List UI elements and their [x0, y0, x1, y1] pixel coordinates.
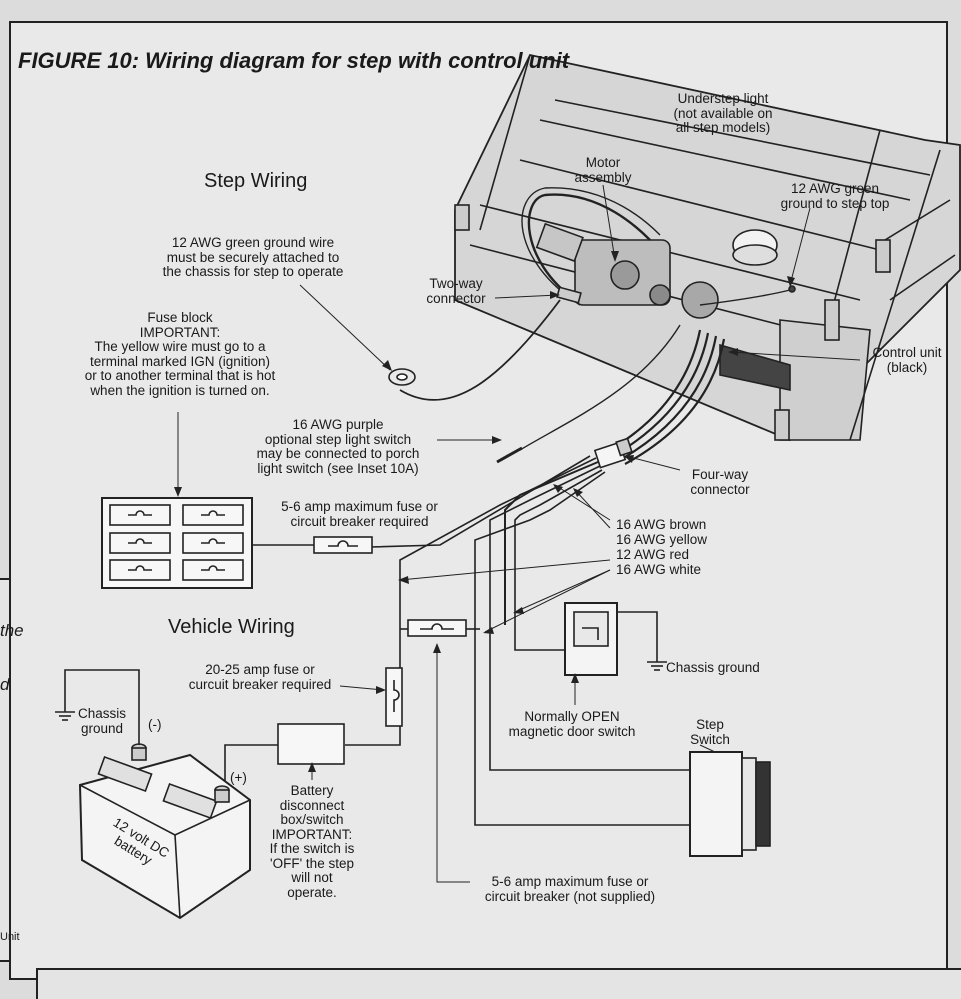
label-awg-red: 12 AWG red [616, 547, 690, 562]
control-unit [719, 343, 791, 391]
understep-light [732, 229, 778, 266]
battery [78, 743, 251, 920]
step-switch [689, 751, 771, 857]
fuse-block [101, 497, 253, 589]
label-fuse-not-supplied: 5-6 amp maximum fuse or circuit breaker … [484, 874, 656, 904]
label-chassis-ground-right: Chassis ground [666, 660, 760, 675]
label-purple-wire: 16 AWG purple optional step light switch… [256, 417, 420, 476]
label-awg-yellow: 16 AWG yellow [616, 532, 708, 547]
label-door-switch: Normally OPEN magnetic door switch [508, 709, 636, 739]
label-four-way-connector: Four-way connector [690, 467, 750, 497]
left-fragment-the: the [0, 621, 24, 640]
page-bottom-panel [36, 968, 961, 999]
label-fuse-5-6-required: 5-6 amp maximum fuse or circuit breaker … [281, 499, 438, 529]
label-battery-disconnect: Battery disconnect box/switch IMPORTANT:… [269, 783, 355, 900]
label-fuse-20-25: 20-25 amp fuse or curcuit breaker requir… [188, 662, 332, 692]
motor-assembly [535, 222, 719, 319]
label-awg-white: 16 AWG white [616, 562, 702, 577]
label-negative-terminal: (-) [148, 717, 162, 732]
figure-title: FIGURE 10: Wiring diagram for step with … [18, 48, 570, 73]
section-step-wiring: Step Wiring [204, 170, 308, 192]
label-chassis-ground-left: Chassis ground [77, 706, 126, 736]
label-green-ground-step-top: 12 AWG green ground to step top [780, 181, 890, 211]
label-motor-assembly: Motor assembly [574, 155, 632, 185]
label-understep-light: Understep light (not available on all st… [673, 91, 773, 135]
battery-disconnect-box [277, 723, 345, 765]
magnetic-door-switch [564, 602, 667, 676]
label-two-way-connector: Two-way connector [426, 276, 486, 306]
label-fuse-block: Fuse block IMPORTANT: The yellow wire mu… [84, 310, 276, 398]
fuse-20-25 [385, 667, 403, 727]
label-awg-brown: 16 AWG brown [616, 517, 707, 532]
label-control-unit: Control unit (black) [872, 345, 942, 375]
fuse-5-6-not-supplied [407, 619, 467, 637]
label-green-ground-wire: 12 AWG green ground wire must be securel… [162, 235, 344, 279]
left-fragment-unit: Unit [0, 931, 20, 943]
fuse-5-6-required [313, 536, 373, 554]
step-assembly [454, 53, 961, 442]
label-positive-terminal: (+) [230, 770, 247, 785]
left-fragment-d: d [0, 675, 10, 694]
section-vehicle-wiring: Vehicle Wiring [168, 616, 295, 638]
label-step-switch: Step Switch [690, 717, 730, 747]
